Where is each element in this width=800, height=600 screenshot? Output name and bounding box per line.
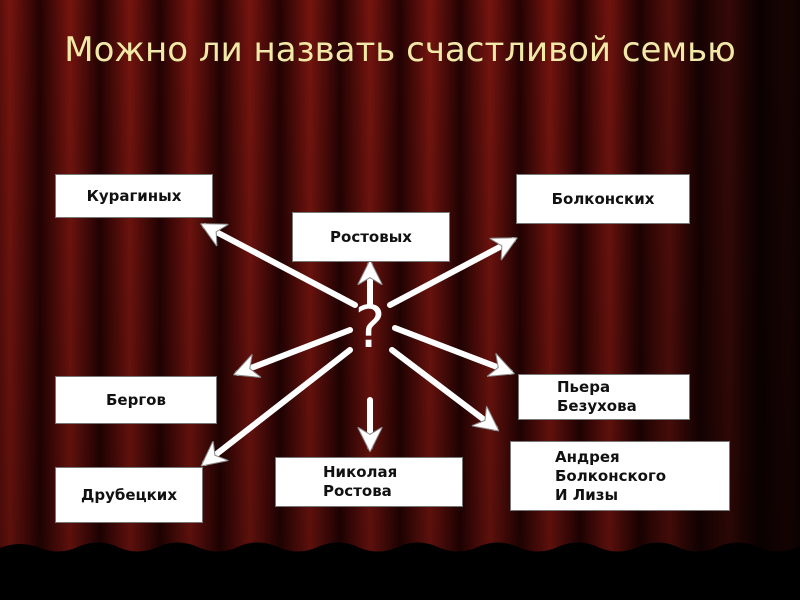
node-rostov: Ростовых bbox=[292, 212, 450, 262]
node-berg: Бергов bbox=[55, 376, 217, 424]
arrow-to-drubetskoy bbox=[205, 350, 350, 463]
node-andrey-label: Андрея Болконского И Лизы bbox=[555, 448, 666, 505]
question-mark: ? bbox=[342, 295, 398, 359]
node-nikolay-label: Николая Ростова bbox=[323, 463, 397, 501]
node-drubetskoy: Друбецких bbox=[55, 467, 203, 523]
node-berg-label: Бергов bbox=[106, 391, 166, 410]
node-pierre: Пьера Безухова bbox=[518, 374, 690, 420]
node-andrey: Андрея Болконского И Лизы bbox=[510, 441, 730, 511]
node-nikolay: Николая Ростова bbox=[275, 457, 463, 507]
node-rostov-label: Ростовых bbox=[330, 228, 412, 247]
node-kuragin-label: Курагиных bbox=[87, 187, 182, 206]
slide-title: Можно ли назвать счастливой семью bbox=[0, 30, 800, 70]
node-bolkonsky-label: Болконских bbox=[552, 190, 655, 209]
node-bolkonsky: Болконских bbox=[516, 174, 690, 224]
node-pierre-label: Пьера Безухова bbox=[557, 378, 637, 416]
node-drubetskoy-label: Друбецких bbox=[81, 486, 177, 505]
node-kuragin: Курагиных bbox=[55, 174, 213, 218]
